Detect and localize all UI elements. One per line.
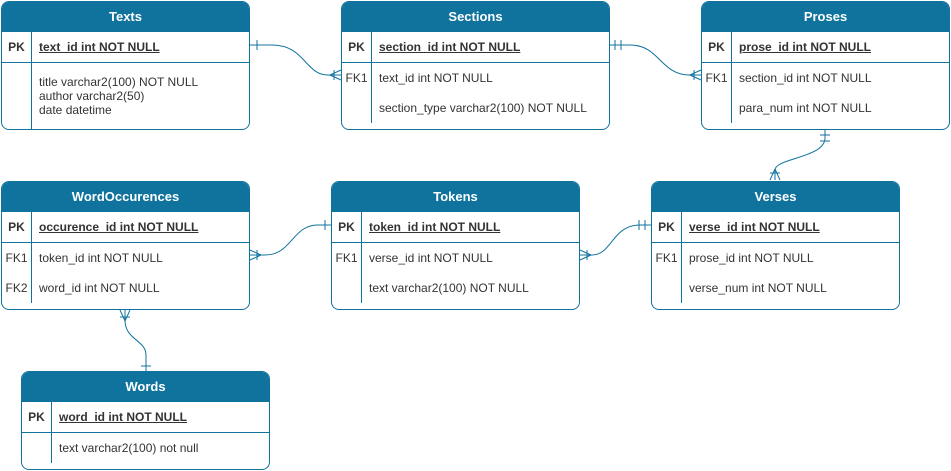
fk1-row: FK1 text_id int NOT NULL xyxy=(342,63,609,93)
fk1-row: FK1 token_id int NOT NULL xyxy=(2,243,249,273)
fk2-field: word_id int NOT NULL xyxy=(39,281,160,295)
fk2-row: FK2 word_id int NOT NULL xyxy=(2,273,249,303)
fk1-field: prose_id int NOT NULL xyxy=(689,251,814,265)
fk2-label: FK2 xyxy=(2,273,32,303)
fk1-row: FK1 prose_id int NOT NULL xyxy=(652,243,899,273)
empty-key-cell xyxy=(332,273,362,303)
one-mark-proses xyxy=(820,134,830,142)
pk-row: PK verse_id int NOT NULL xyxy=(652,212,899,243)
pk-label: PK xyxy=(2,32,32,62)
one-mark-verses xyxy=(638,220,646,230)
field-verse-num: verse_num int NOT NULL xyxy=(689,281,827,295)
entity-word-occurences[interactable]: WordOccurences PK occurence_id int NOT N… xyxy=(1,181,250,310)
field-row: verse_num int NOT NULL xyxy=(652,273,899,303)
pk-label: PK xyxy=(702,32,732,62)
entity-sections[interactable]: Sections PK section_id int NOT NULL FK1 … xyxy=(341,1,610,130)
pk-label: PK xyxy=(2,212,32,242)
pk-label: PK xyxy=(342,32,372,62)
empty-key-cell xyxy=(652,273,682,303)
empty-key-cell xyxy=(22,433,52,463)
pk-row: PK prose_id int NOT NULL xyxy=(702,32,949,63)
field-text: text varchar2(100) NOT NULL xyxy=(369,281,529,295)
field-author: author varchar2(50) xyxy=(39,89,145,103)
pk-row: PK token_id int NOT NULL xyxy=(332,212,579,243)
crowfoot-wordoccurences xyxy=(249,249,262,261)
field-row: text varchar2(100) NOT NULL xyxy=(332,273,579,303)
empty-key-cell xyxy=(2,63,32,129)
pk-field: token_id int NOT NULL xyxy=(369,220,501,234)
empty-key-cell xyxy=(342,93,372,123)
pk-field: text_id int NOT NULL xyxy=(39,40,160,54)
fk1-field: text_id int NOT NULL xyxy=(379,71,493,85)
relation-wordoccurences-words xyxy=(124,310,147,371)
fk1-field: token_id int NOT NULL xyxy=(39,251,163,265)
relation-verses-tokens xyxy=(580,224,651,256)
field-row: section_type varchar2(100) NOT NULL xyxy=(342,93,609,123)
fk1-label: FK1 xyxy=(2,243,32,273)
pk-field: occurence_id int NOT NULL xyxy=(39,220,199,234)
field-para-num: para_num int NOT NULL xyxy=(739,101,872,115)
entity-title: Proses xyxy=(702,2,949,32)
field-block: title varchar2(100) NOT NULL author varc… xyxy=(2,63,249,129)
entity-title: Words xyxy=(22,372,269,402)
field-text: text varchar2(100) not null xyxy=(59,441,199,455)
pk-row: PK occurence_id int NOT NULL xyxy=(2,212,249,243)
field-section-type: section_type varchar2(100) NOT NULL xyxy=(379,101,587,115)
pk-row: PK word_id int NOT NULL xyxy=(22,402,269,433)
pk-field: word_id int NOT NULL xyxy=(59,410,187,424)
crowfoot-sections xyxy=(329,69,342,81)
pk-label: PK xyxy=(332,212,362,242)
pk-row: PK text_id int NOT NULL xyxy=(2,32,249,63)
entity-proses[interactable]: Proses PK prose_id int NOT NULL FK1 sect… xyxy=(701,1,950,130)
entity-title: Sections xyxy=(342,2,609,32)
pk-label: PK xyxy=(22,402,52,432)
one-mark-sections xyxy=(614,40,622,50)
crowfoot-proses xyxy=(689,69,702,81)
fk1-row: FK1 verse_id int NOT NULL xyxy=(332,243,579,273)
relation-proses-verses xyxy=(774,130,826,180)
entity-tokens[interactable]: Tokens PK token_id int NOT NULL FK1 vers… xyxy=(331,181,580,310)
fk1-label: FK1 xyxy=(342,63,372,93)
entity-words[interactable]: Words PK word_id int NOT NULL text varch… xyxy=(21,371,270,470)
relation-sections-proses xyxy=(610,44,701,76)
entity-texts[interactable]: Texts PK text_id int NOT NULL title varc… xyxy=(1,1,250,130)
fk1-label: FK1 xyxy=(652,243,682,273)
fk1-row: FK1 section_id int NOT NULL xyxy=(702,63,949,93)
field-title: title varchar2(100) NOT NULL xyxy=(39,75,199,89)
fk1-label: FK1 xyxy=(332,243,362,273)
field-date: date datetime xyxy=(39,103,112,117)
pk-field: section_id int NOT NULL xyxy=(379,40,521,54)
fk1-field: verse_id int NOT NULL xyxy=(369,251,493,265)
fk1-field: section_id int NOT NULL xyxy=(739,71,872,85)
entity-title: Texts xyxy=(2,2,249,32)
pk-row: PK section_id int NOT NULL xyxy=(342,32,609,63)
crowfoot-wordoccurences-bottom xyxy=(119,309,131,322)
entity-title: Tokens xyxy=(332,182,579,212)
entity-title: Verses xyxy=(652,182,899,212)
crowfoot-verses xyxy=(769,168,781,181)
pk-field: verse_id int NOT NULL xyxy=(689,220,820,234)
fk1-label: FK1 xyxy=(702,63,732,93)
empty-key-cell xyxy=(702,93,732,123)
pk-field: prose_id int NOT NULL xyxy=(739,40,871,54)
entity-title: WordOccurences xyxy=(2,182,249,212)
relation-tokens-wordoccurences xyxy=(250,224,331,256)
field-row: para_num int NOT NULL xyxy=(702,93,949,123)
crowfoot-tokens xyxy=(579,249,592,261)
entity-verses[interactable]: Verses PK verse_id int NOT NULL FK1 pros… xyxy=(651,181,900,310)
relation-texts-sections xyxy=(250,44,341,76)
field-row: text varchar2(100) not null xyxy=(22,433,269,463)
pk-label: PK xyxy=(652,212,682,242)
